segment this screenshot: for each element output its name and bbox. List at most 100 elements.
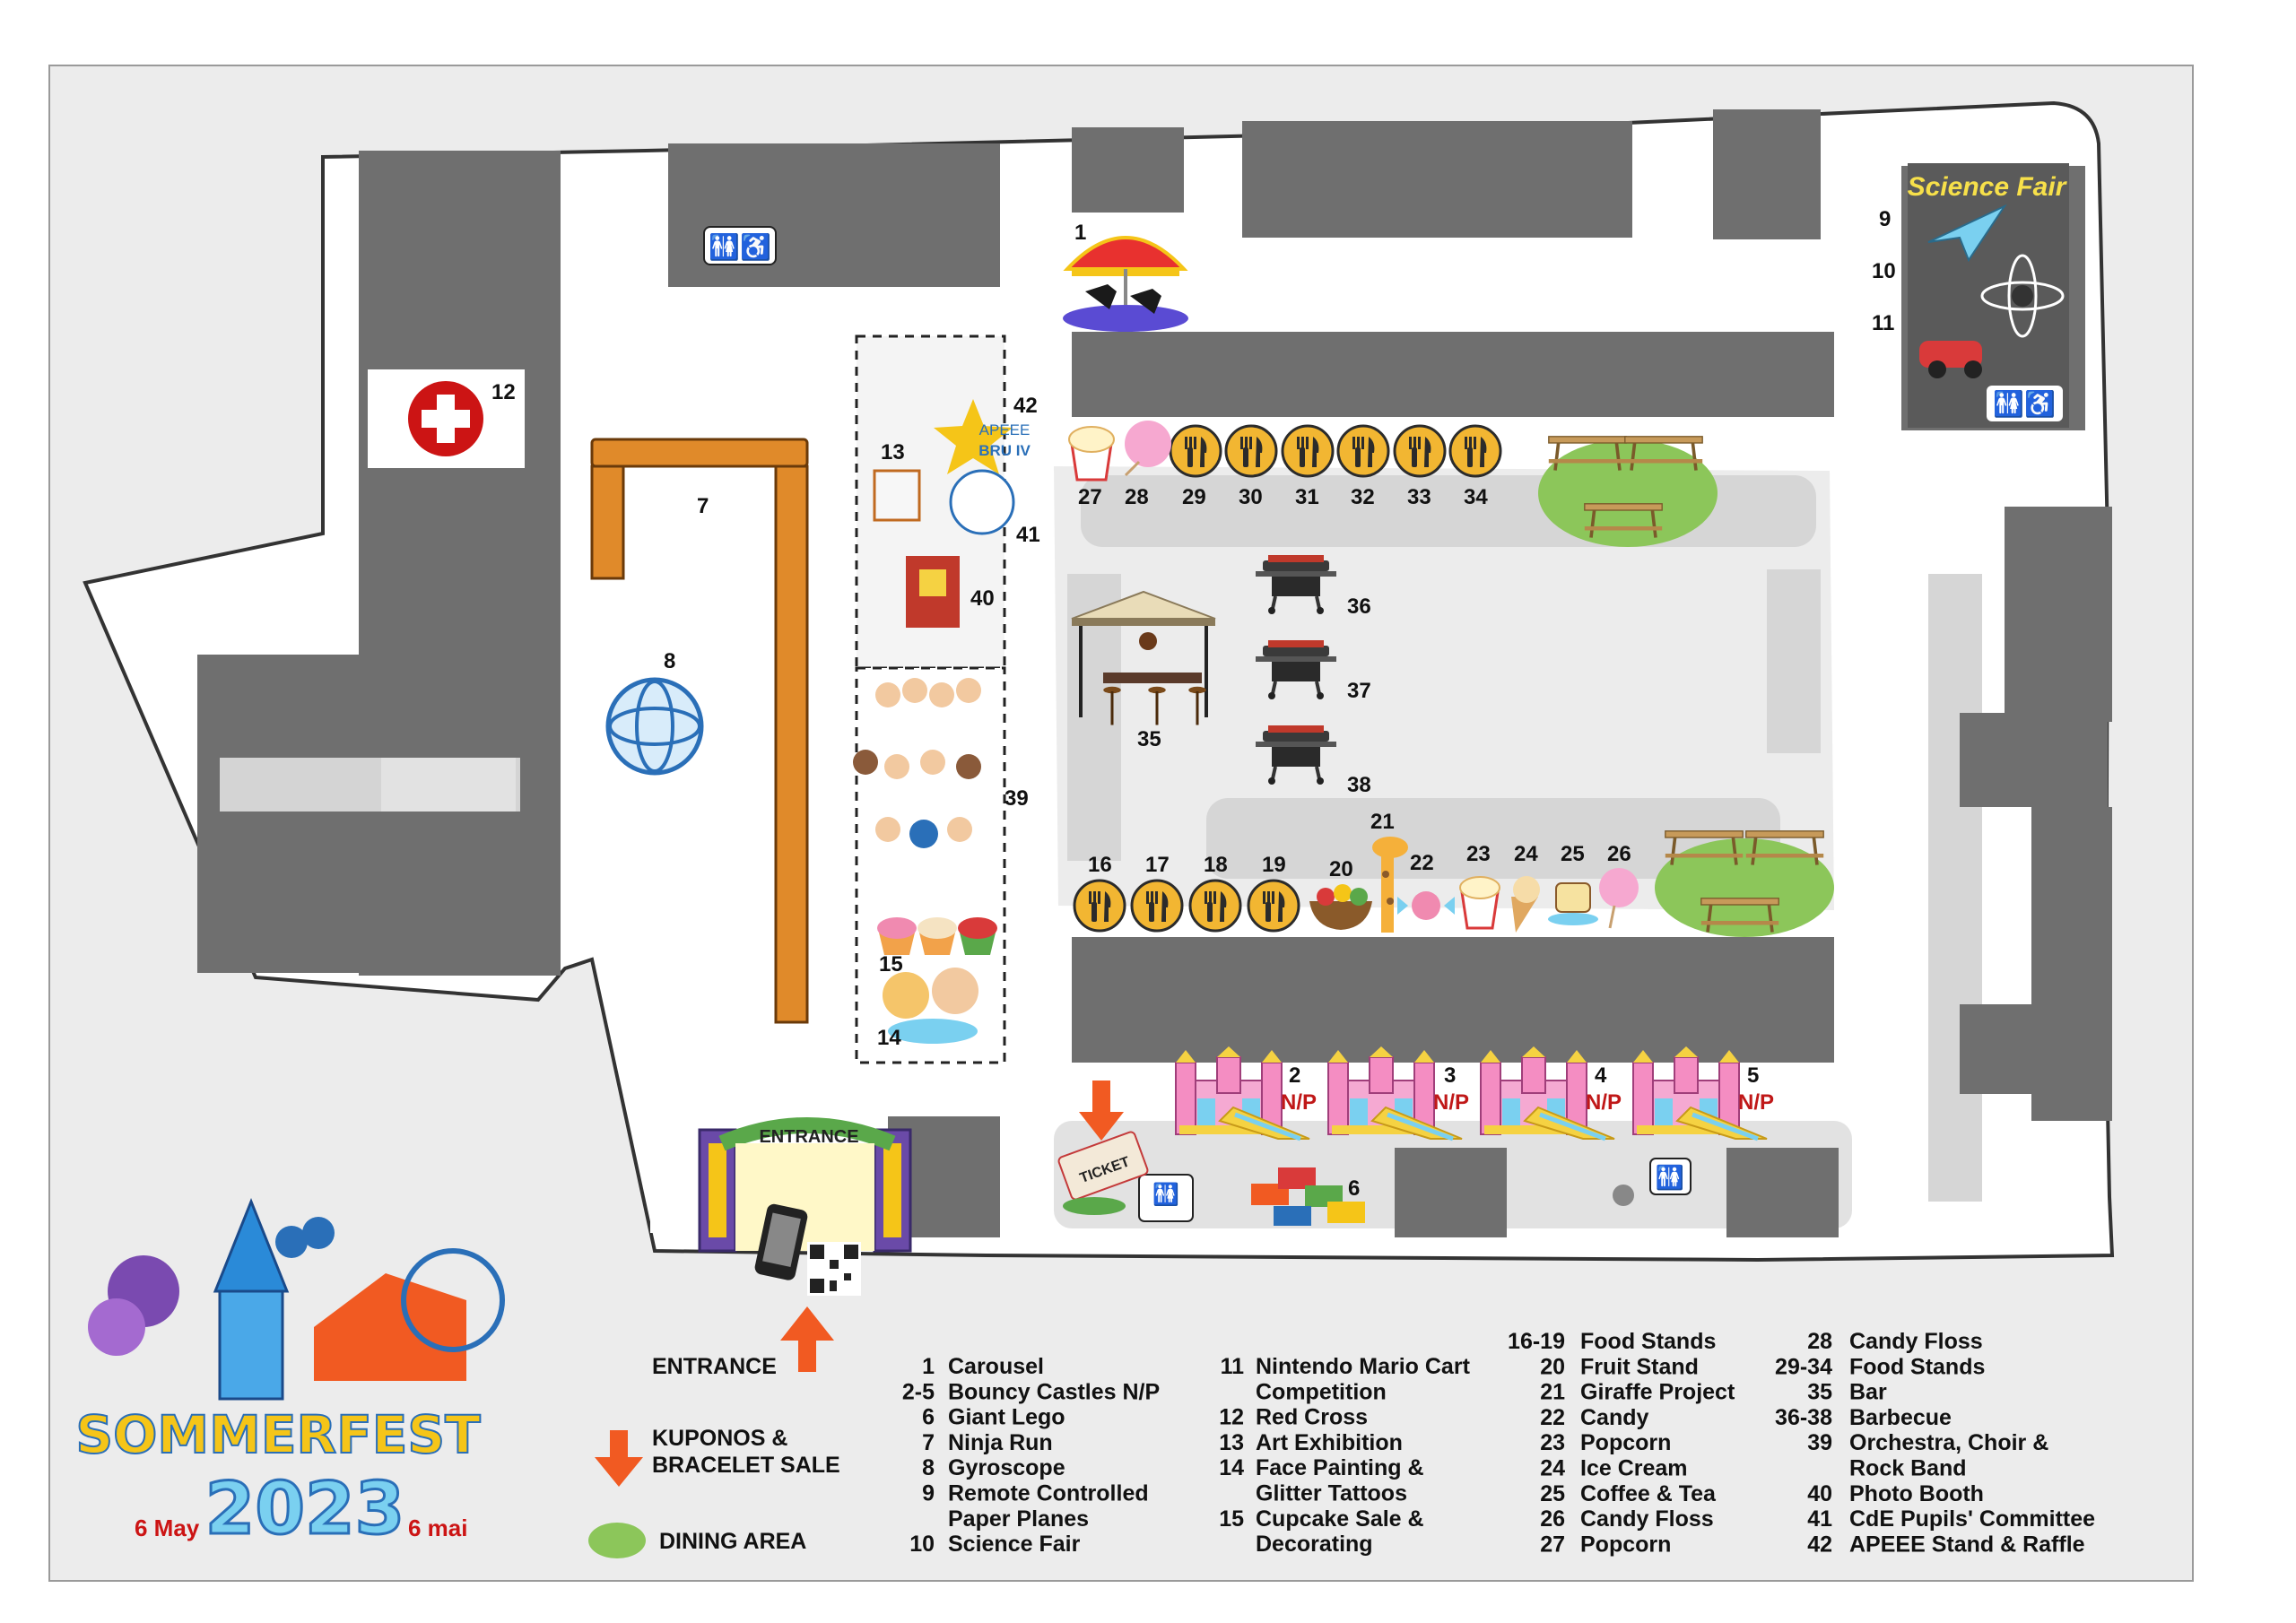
map-label-3: 3	[1444, 1063, 1456, 1088]
legend-entry: Photo Booth	[1849, 1481, 1984, 1506]
map-label-31: 31	[1295, 485, 1319, 509]
kart-wheel-icon	[1928, 360, 1946, 378]
legend-number: 24	[1540, 1456, 1565, 1481]
legend-number: 27	[1540, 1532, 1565, 1557]
legend-number: 12	[1219, 1405, 1244, 1430]
food-stand-icon	[1073, 879, 1126, 933]
map-label-18: 18	[1204, 853, 1228, 877]
apeee-sign-line1: APEEE	[979, 421, 1031, 438]
map-label-16: 16	[1088, 853, 1112, 877]
legend-entry: Bouncy Castles N/P	[948, 1379, 1160, 1404]
map-label-36: 36	[1347, 595, 1371, 619]
legend-entry: Ninja Run	[948, 1430, 1053, 1455]
map-label-37: 37	[1347, 679, 1371, 703]
map-label-14: 14	[877, 1026, 901, 1050]
map-label-33: 33	[1407, 485, 1431, 509]
np-tag-5: N/P	[1738, 1090, 1774, 1115]
buildings	[197, 109, 2112, 1237]
legend-entry: Science Fair	[948, 1532, 1081, 1557]
map-label-38: 38	[1347, 773, 1371, 797]
food-stand-icon	[1336, 424, 1390, 478]
entrance-arch-label: ENTRANCE	[759, 1127, 858, 1147]
legend-number: 15	[1219, 1506, 1244, 1532]
candy-floss-icon	[1599, 868, 1639, 929]
food-stand-icon	[1130, 879, 1184, 933]
map-label-32: 32	[1351, 485, 1375, 509]
map-label-39: 39	[1004, 786, 1029, 811]
map-label-34: 34	[1464, 485, 1488, 509]
cupcakes-icon	[877, 917, 997, 955]
map-label-35: 35	[1137, 727, 1161, 751]
kuponos-arrow-icon	[1079, 1081, 1124, 1141]
entrance-arch	[698, 1117, 912, 1253]
apeee-sign-line2: BRU IV	[978, 442, 1031, 459]
map-label-19: 19	[1262, 853, 1286, 877]
legend-entry: Gyroscope	[948, 1455, 1065, 1480]
legend-entry: Cupcake Sale &	[1256, 1506, 1424, 1532]
legend-number: 29-34	[1775, 1354, 1832, 1379]
legend-entry: Coffee & Tea	[1580, 1481, 1717, 1506]
kuponos-legend-arrow-icon	[595, 1430, 643, 1487]
legend-number: 11	[1221, 1354, 1245, 1379]
science-fair-sign: Science Fair	[1908, 172, 2068, 202]
legend-number: 2-5	[902, 1379, 935, 1404]
bar-icon	[1071, 590, 1216, 717]
logo-date-right: 6 mai	[408, 1515, 468, 1541]
zone-stage-cupcakes	[855, 666, 1006, 1064]
map-label-40: 40	[970, 586, 995, 611]
map-label-11: 11	[1872, 311, 1894, 335]
legend-number: 1	[922, 1354, 935, 1379]
legend-entry: Face Painting &	[1256, 1455, 1424, 1480]
food-stand-icon	[1448, 424, 1502, 478]
photo-booth-screen	[919, 569, 946, 596]
map-label-30: 30	[1239, 485, 1263, 509]
candy-floss-icon	[1124, 421, 1171, 477]
ticket-icon: TICKET	[1057, 1131, 1149, 1215]
map-label-13: 13	[881, 440, 905, 464]
map-label-29: 29	[1182, 485, 1206, 509]
legend-entry: Popcorn	[1580, 1430, 1671, 1455]
atom-orbit-1	[1980, 281, 2065, 311]
legend-entry: Nintendo Mario Cart	[1256, 1354, 1471, 1379]
map-label-26: 26	[1607, 842, 1631, 866]
legend-entry: Carousel	[948, 1354, 1044, 1379]
red-cross-bar-h	[422, 410, 470, 428]
toilet-sign-sci	[1987, 386, 2063, 421]
entrance-arrow-icon	[780, 1306, 834, 1372]
legend-entry: Food Stands	[1849, 1354, 1985, 1379]
legend-number: 42	[1807, 1532, 1832, 1557]
legend-entrance-label: ENTRANCE	[652, 1354, 777, 1379]
food-stand-icon	[1188, 879, 1242, 933]
map-label-2: 2	[1289, 1063, 1300, 1088]
art-easel-icon	[873, 469, 921, 522]
map-label-17: 17	[1145, 853, 1170, 877]
map-label-15: 15	[879, 952, 903, 976]
map-label-28: 28	[1125, 485, 1149, 509]
food-stand-icon	[1281, 424, 1335, 478]
sommerfest-logo	[88, 1197, 505, 1401]
science-fair-panel	[1908, 163, 2069, 428]
ninja-run-icon	[590, 438, 809, 1024]
map-label-9: 9	[1879, 207, 1891, 231]
apeee-star-icon	[934, 399, 1013, 474]
legend-dining-label: DINING AREA	[659, 1529, 806, 1554]
legend-entry: Orchestra, Choir &	[1849, 1430, 2048, 1455]
atom-orbit-2	[2007, 254, 2038, 338]
map-label-25: 25	[1561, 842, 1585, 866]
dining-legend-swatch	[588, 1523, 646, 1558]
map-label-5: 5	[1747, 1063, 1759, 1088]
map-label-8: 8	[664, 649, 675, 673]
cde-badge-icon	[949, 469, 1015, 535]
legend-number: 7	[922, 1430, 935, 1455]
candy-icon	[1397, 891, 1455, 920]
legend-entry: Giraffe Project	[1580, 1380, 1735, 1405]
food-stand-icon	[1247, 879, 1300, 933]
ice-cream-icon	[1511, 876, 1540, 933]
legend-entry: Popcorn	[1580, 1532, 1671, 1557]
food-stand-icon	[1393, 424, 1447, 478]
legend-number: 20	[1540, 1354, 1565, 1379]
legend-entry: Art Exhibition	[1256, 1430, 1403, 1455]
paper-plane-icon	[1927, 204, 2007, 263]
gyroscope-icon	[605, 677, 704, 776]
